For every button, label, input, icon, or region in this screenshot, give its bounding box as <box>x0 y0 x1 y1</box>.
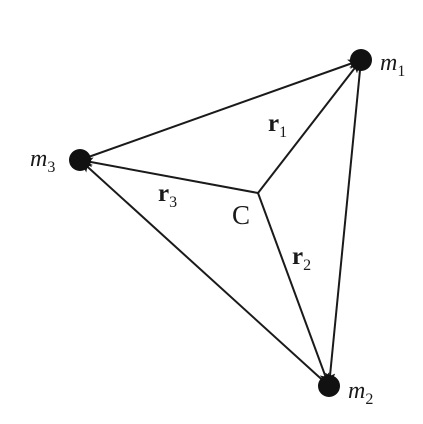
edge-m3-to-m1 <box>79 59 362 161</box>
vector-r1-label: r1 <box>268 110 287 141</box>
mass-m3-dot <box>69 149 91 171</box>
mass-m1-dot <box>350 49 372 71</box>
vector-r3 <box>79 157 259 194</box>
vector-r3-label: r3 <box>158 180 177 211</box>
vector-r2 <box>257 192 330 387</box>
vector-r2-label: r2 <box>292 243 311 274</box>
mass-m2-label: m2 <box>348 378 373 408</box>
mass-m1-label: m1 <box>380 50 405 80</box>
edge-m2-to-m3 <box>79 159 330 387</box>
center-label: C <box>232 200 250 230</box>
edge-m1-to-m2 <box>325 59 362 387</box>
mass-m2-dot <box>318 375 340 397</box>
vector-r1 <box>257 59 362 194</box>
mass-m3-label: m3 <box>30 146 55 176</box>
